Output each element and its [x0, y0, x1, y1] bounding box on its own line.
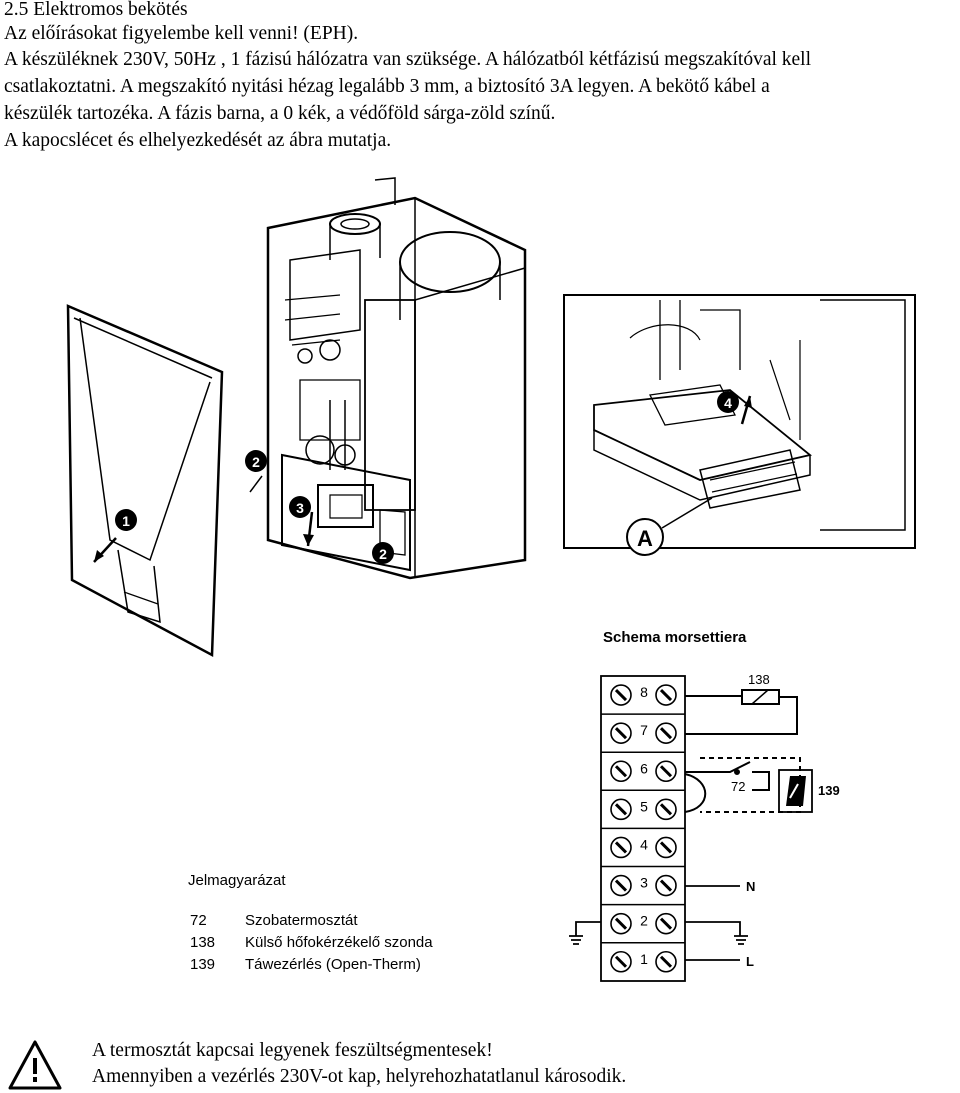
terminal-number: 4 [640, 836, 648, 852]
terminal-6: 6 [601, 751, 685, 783]
outdoor-sensor-138 [685, 689, 798, 735]
callout-2-left: 2 [245, 450, 267, 493]
legend-code: 138 [190, 934, 215, 951]
front-cover-panel [66, 304, 224, 658]
terminal-1: 1 [601, 941, 685, 973]
warning-triangle-icon [8, 1040, 62, 1090]
line-label: L [746, 954, 754, 969]
terminal-2: 2 [601, 903, 685, 935]
legend-text: Külső hőfokérzékelő szonda [245, 934, 433, 951]
thermostat-72-label: 72 [731, 779, 745, 794]
callout-2-right: 2 [372, 542, 394, 564]
callout-4: 4 [717, 391, 752, 425]
svg-text:2: 2 [252, 454, 260, 470]
paragraph-line: A kapocslécet és elhelyezkedését az ábra… [4, 130, 392, 151]
paragraph-line: csatlakoztatni. A megszakító nyitási héz… [4, 76, 770, 97]
legend-text: Táwezérlés (Open-Therm) [245, 956, 421, 973]
legend-text: Szobatermosztát [245, 912, 358, 929]
warning-line: A termosztát kapcsai legyenek feszültség… [92, 1040, 493, 1061]
terminal-location-detail [563, 294, 916, 549]
legend-code: 139 [190, 956, 215, 973]
terminal-number: 5 [640, 798, 648, 814]
svg-text:3: 3 [296, 500, 304, 516]
sensor-138-label: 138 [748, 672, 770, 687]
terminal-5: 5 [601, 789, 685, 821]
section-heading: 2.5 Elektromos bekötés [4, 0, 188, 20]
terminal-4: 4 [601, 827, 685, 859]
legend-list: 72 Szobatermosztát 138 Külső hőfokérzéke… [190, 912, 433, 973]
svg-text:2: 2 [379, 546, 387, 562]
svg-text:1: 1 [122, 513, 130, 529]
terminal-7: 7 [601, 713, 685, 744]
callout-3: 3 [289, 496, 314, 547]
warning-line: Amennyiben a vezérlés 230V-ot kap, helyr… [92, 1066, 627, 1087]
opentherm-139-label: 139 [818, 783, 840, 798]
terminal-number: 7 [640, 722, 648, 738]
legend-code: 72 [190, 912, 207, 929]
paragraph-line: készülék tartozéka. A fázis barna, a 0 k… [4, 103, 556, 124]
callout-1: 1 [93, 509, 137, 563]
mains-wiring [569, 885, 748, 961]
legend-title: Jelmagyarázat [188, 872, 286, 889]
boiler-body [266, 177, 527, 580]
svg-text:4: 4 [724, 395, 732, 411]
terminal-number: 1 [640, 951, 648, 967]
terminal-3: 3 [601, 865, 685, 897]
terminal-number: 3 [640, 875, 648, 891]
opentherm-139 [778, 769, 813, 813]
callout-A: A [626, 497, 713, 556]
terminal-number: 8 [640, 684, 648, 700]
terminal-number: 6 [640, 760, 648, 776]
terminal-number: 2 [640, 913, 648, 929]
paragraph-line: Az előírásokat figyelembe kell venni! (E… [4, 23, 359, 44]
svg-text:A: A [637, 526, 653, 551]
schema-title: Schema morsettiera [603, 629, 747, 646]
paragraph-line: A készüléknek 230V, 50Hz , 1 fázisú háló… [4, 49, 812, 70]
terminal-8: 8 [610, 684, 677, 706]
neutral-label: N [746, 879, 755, 894]
